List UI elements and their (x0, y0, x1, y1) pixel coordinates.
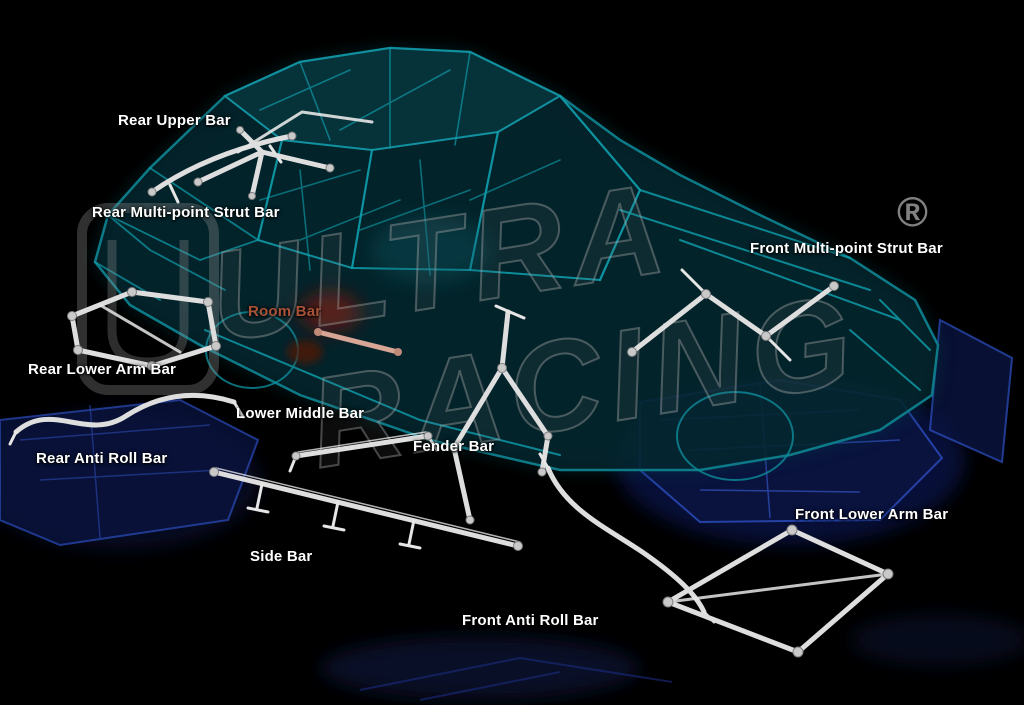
car-chassis-art (93, 46, 940, 481)
rear-upper-bar-graphic (147, 110, 374, 204)
label-front-lower-arm-bar: Front Lower Arm Bar (795, 506, 949, 523)
label-rear-lower-arm-bar: Rear Lower Arm Bar (28, 361, 177, 378)
label-front-anti-roll-bar: Front Anti Roll Bar (462, 612, 599, 629)
label-rear-anti-roll-bar: Rear Anti Roll Bar (36, 450, 168, 467)
rear-lower-arm-bar-graphic (67, 287, 221, 371)
label-side-bar: Side Bar (250, 548, 313, 565)
label-rear-upper-bar: Rear Upper Bar (118, 112, 231, 129)
registered-trademark-symbol: ® (897, 188, 928, 235)
rear-multi-point-strut-bar-graphic (193, 126, 335, 200)
ur-logo-watermark (77, 203, 219, 395)
room-bar-graphic (314, 328, 402, 356)
label-lower-middle-bar: Lower Middle Bar (236, 405, 365, 422)
label-room-bar: Room Bar (248, 303, 322, 320)
label-fender-bar: Fender Bar (413, 438, 495, 455)
front-multi-point-strut-bar-graphic (627, 268, 839, 362)
lower-middle-bar-graphic (288, 431, 439, 473)
label-rear-multi-point-strut-bar: Rear Multi-point Strut Bar (92, 204, 280, 221)
rear-anti-roll-bar-graphic (8, 392, 245, 446)
front-lower-arm-bar-graphic (662, 524, 894, 658)
label-front-multi-point-strut-bar: Front Multi-point Strut Bar (750, 240, 943, 257)
side-bar-graphic (209, 467, 523, 551)
